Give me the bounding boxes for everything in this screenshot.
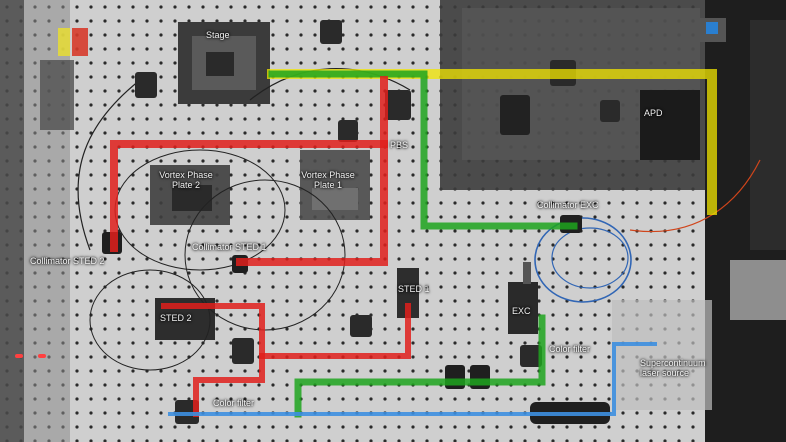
red-marker [72,28,88,56]
label-supercontinuum-laser-source: Supercontinuum laser source [640,358,720,378]
apd-module [640,90,700,160]
label-pbs: PBS [390,140,408,150]
red-led [38,354,46,358]
exc-collimator-tube [523,262,531,284]
label-exc: EXC [512,306,531,316]
label-vortex-phase-plate-1: Vortex Phase Plate 1 [296,170,360,190]
label-apd: APD [644,108,663,118]
label-stage: Stage [206,30,230,40]
optic-post-assembly [40,60,74,130]
yellow-marker [58,28,70,56]
optic-mount [320,20,342,44]
enclosure-panel [750,20,786,250]
left-edge [0,0,24,442]
housing-mirror-mount [500,95,530,135]
enclosure-sheet [730,260,786,320]
stage-sample [206,52,234,76]
optic-mount [385,90,411,120]
optic-mount [350,315,372,337]
label-collimator-sted-2: Collimator STED 2 [30,256,105,266]
label-sted-1: STED 1 [398,284,430,294]
optic-mount [135,72,157,98]
housing-filter-mount [600,100,620,122]
label-vortex-phase-plate-2: Vortex Phase Plate 2 [154,170,218,190]
red-led [15,354,23,358]
optic-mount [338,120,358,142]
pbs-mount [232,338,254,364]
supercontinuum-laser-box [612,300,712,410]
label-color-filter-right: Color filter [549,344,590,354]
label-color-filter-bottom: Color filter [213,398,254,408]
label-collimator-exc: Collimator EXC [537,200,599,210]
apd-blue-mount [706,22,718,34]
label-collimator-sted-1: Collimator STED 1 [192,242,267,252]
label-sted-2: STED 2 [160,313,192,323]
